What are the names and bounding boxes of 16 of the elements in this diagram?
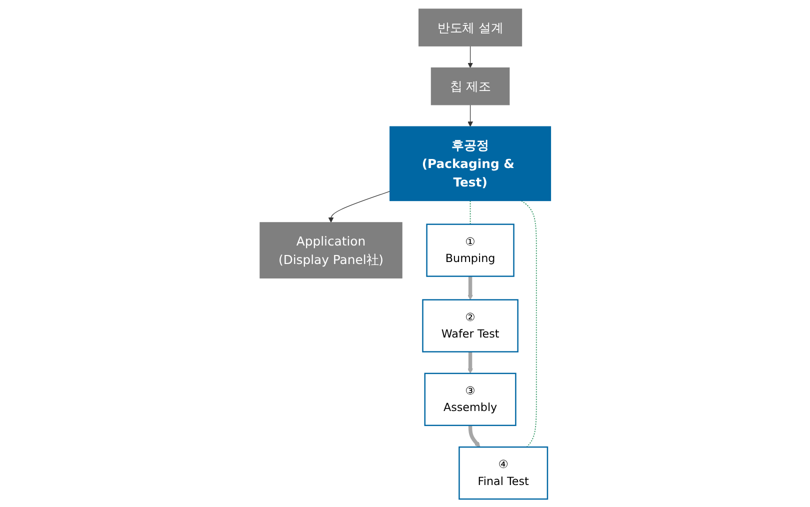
connector (469, 200, 470, 224)
connector (520, 200, 537, 448)
arrow (467, 276, 473, 300)
node-box: Application (Display Panel社) (259, 222, 402, 278)
node-box: 반도체 설계 (418, 8, 522, 46)
arrow (467, 351, 473, 374)
node-box: ① Bumping (426, 223, 514, 276)
node-box: ④ Final Test (458, 446, 548, 500)
node-box: 후공정 (Packaging & Test) (389, 126, 551, 201)
node-box: 칩 제조 (430, 66, 510, 105)
arrow (467, 45, 473, 68)
arrow (328, 190, 390, 222)
arrow (468, 424, 480, 447)
arrow (467, 104, 473, 126)
node-box: ③ Assembly (424, 372, 516, 426)
node-box: ② Wafer Test (422, 298, 518, 352)
